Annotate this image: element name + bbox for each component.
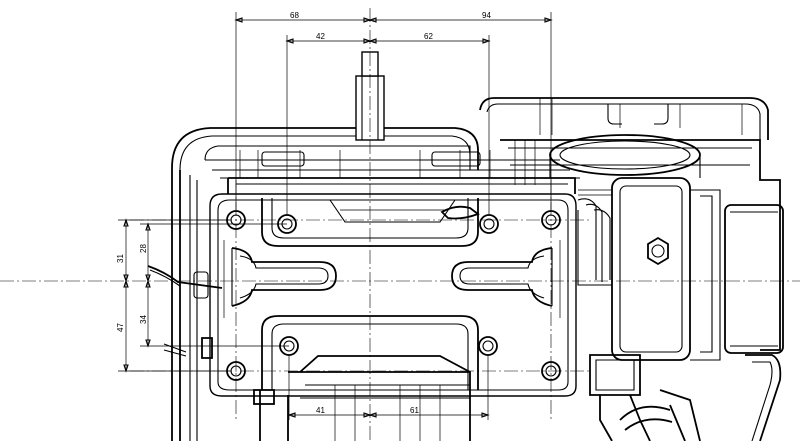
dim-bottom-right: 61 bbox=[410, 406, 419, 415]
engine-housing bbox=[171, 97, 784, 441]
dim-left-outer-lower: 47 bbox=[116, 323, 125, 332]
dim-left-inner-lower: 34 bbox=[139, 315, 148, 324]
dim-top-right: 94 bbox=[482, 11, 491, 20]
dimension-labels: 68 94 42 62 41 61 31 28 47 34 bbox=[116, 11, 491, 415]
base-section bbox=[201, 337, 471, 441]
dim-inner-left: 42 bbox=[316, 32, 325, 41]
dim-left-outer-upper: 31 bbox=[116, 254, 125, 263]
dim-top-left: 68 bbox=[290, 11, 299, 20]
mounting-plate bbox=[209, 177, 577, 397]
dimension-lines bbox=[118, 12, 553, 420]
dim-inner-right: 62 bbox=[424, 32, 433, 41]
dim-left-inner-upper: 28 bbox=[139, 244, 148, 253]
cable bbox=[147, 265, 223, 357]
dim-bottom-left: 41 bbox=[316, 406, 325, 415]
